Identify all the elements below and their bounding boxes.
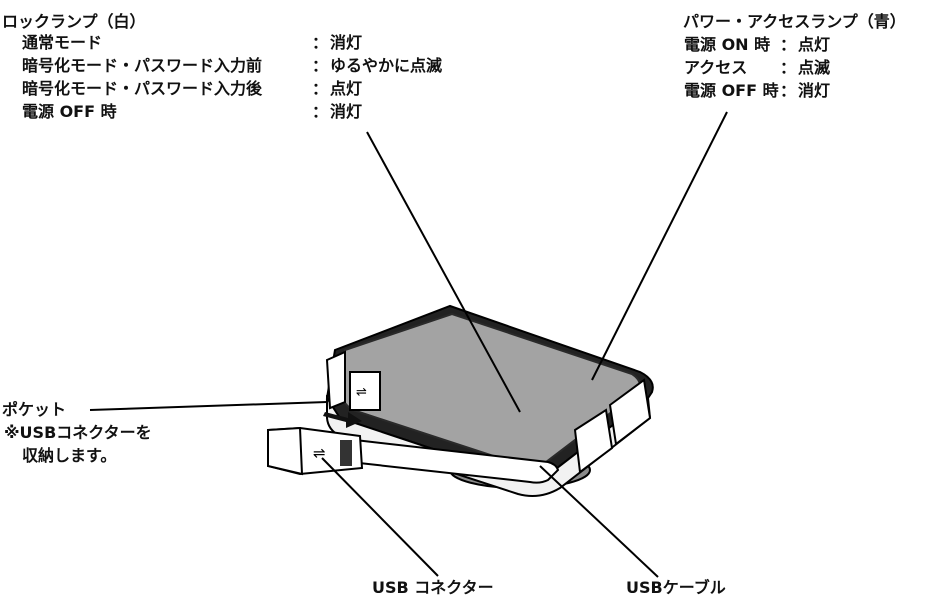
power-lamp-title: パワー・アクセスランプ（青） (683, 12, 906, 31)
lock-lamp-title: ロックランプ（白） (2, 12, 146, 31)
leader-power-lamp (591, 111, 728, 381)
svg-text:⇌: ⇌ (356, 385, 367, 400)
power-lamp-row-label: アクセス (684, 58, 764, 77)
lock-lamp-row-sep: ： (312, 56, 329, 75)
pocket-note-line2: 収納します。 (22, 446, 117, 465)
lock-lamp-row-value: 点灯 (330, 79, 363, 98)
usb-cable-label: USBケーブル (626, 578, 726, 597)
lock-lamp-row-sep: ： (312, 102, 329, 121)
lock-lamp-row-label: 暗号化モード・パスワード入力後 (22, 79, 263, 98)
power-lamp-row-value: 点灯 (798, 35, 831, 54)
lock-lamp-row-value: 消灯 (330, 102, 363, 121)
power-lamp-row-value: 点滅 (798, 58, 831, 77)
lock-lamp-row-value: 消灯 (330, 33, 363, 52)
lock-lamp-row-label: 電源 OFF 時 (22, 102, 117, 121)
power-lamp-row-label: 電源 OFF 時 (684, 81, 779, 100)
usb-connector-label: USB コネクター (372, 578, 494, 597)
lock-lamp-row-sep: ： (312, 79, 329, 98)
leader-usb-connector (321, 457, 439, 577)
side-slot-right-2 (573, 408, 614, 474)
usb-connector-plug (267, 426, 304, 476)
pocket-opening (325, 350, 346, 410)
leader-usb-cable (539, 465, 659, 578)
power-lamp-row-sep: ： (780, 81, 797, 100)
power-lamp-row-label: 電源 ON 時 (684, 35, 771, 54)
power-lamp-row-sep: ： (780, 58, 797, 77)
pocket-usb-slot (349, 371, 381, 411)
power-lamp-row-value: 消灯 (798, 81, 831, 100)
usb-connector-grip (340, 440, 352, 466)
leader-pocket (89, 401, 328, 411)
lock-lamp-row-value: ゆるやかに点滅 (330, 56, 443, 75)
leader-lock-lamp (366, 131, 521, 413)
lock-lamp-row-label: 通常モード (22, 33, 103, 52)
lock-lamp-row-sep: ： (312, 33, 329, 52)
side-slot-right (608, 378, 652, 446)
usb-cable (348, 438, 560, 484)
lock-lamp-row-label: 暗号化モード・パスワード入力前 (22, 56, 263, 75)
pocket-note-line1: ※USBコネクターを (4, 423, 152, 442)
pocket-label: ポケット (2, 400, 67, 419)
insert-arrow (323, 412, 362, 428)
power-lamp-row-sep: ： (780, 35, 797, 54)
